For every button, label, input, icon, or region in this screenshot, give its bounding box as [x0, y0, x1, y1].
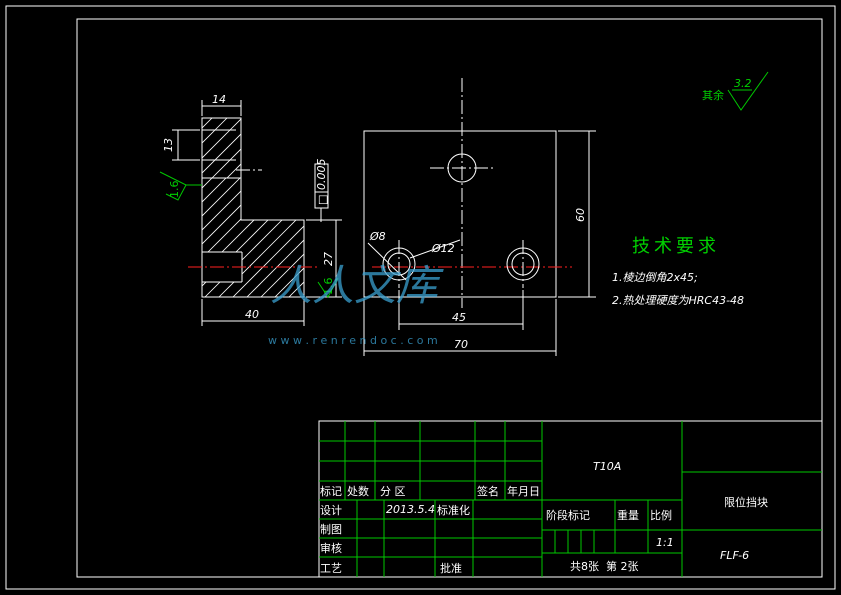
watermark-url: w w w . r e n r e n d o c . c o m — [268, 334, 438, 347]
dim-60: 60 — [574, 208, 587, 222]
row-mark-label: 标记 — [320, 484, 342, 498]
tech-item-2: 2.热处理硬度为HRC43-48 — [612, 294, 744, 307]
design-date: 2013.5.4 — [386, 503, 435, 516]
top-hole — [447, 153, 477, 183]
process-label: 工艺 — [320, 562, 342, 575]
dim-40: 40 — [245, 308, 259, 321]
flatness-symbol: □ — [316, 195, 329, 205]
dim-70: 70 — [454, 338, 468, 351]
scale-label: 比例 — [650, 508, 672, 522]
roughness-bottom: 1.6 — [317, 278, 339, 298]
dim-dia-8: Ø8 — [369, 230, 386, 243]
part-name: 限位挡块 — [724, 495, 768, 509]
drawing-number: FLF-6 — [720, 549, 749, 562]
row-sign-label: 签名 — [477, 484, 499, 498]
standard-label: 标准化 — [437, 503, 470, 517]
roughness-bottom-value: 1.6 — [322, 278, 335, 296]
tech-item-1: 1.棱边倒角2x45; — [612, 271, 698, 284]
side-view: 14 13 40 27 0.005 □ 1.6 — [159, 93, 342, 326]
sheet-number: 第 2张 — [606, 559, 639, 573]
review-label: 审核 — [320, 541, 342, 555]
scale-value: 1:1 — [656, 536, 674, 549]
dim-dia-12: Ø12 — [431, 242, 455, 255]
watermark-logo: 人人文库 — [270, 261, 444, 310]
total-sheets: 共8张 — [570, 560, 599, 573]
approve-label: 批准 — [440, 561, 462, 575]
flatness-tolerance: 0.005 □ — [314, 159, 329, 222]
technical-requirements: 技术要求 1.棱边倒角2x45; 2.热处理硬度为HRC43-48 — [612, 236, 744, 307]
tech-title: 技术要求 — [632, 236, 720, 257]
outer-frame — [5, 5, 836, 590]
row-count-label: 处数 — [347, 485, 369, 498]
roughness-rest-label: 其余 — [702, 88, 724, 102]
dim-13: 13 — [162, 138, 175, 152]
section-hatch-upper — [202, 118, 241, 178]
design-label: 设计 — [320, 504, 342, 517]
material: T10A — [593, 460, 621, 473]
row-date-label: 年月日 — [507, 484, 540, 498]
dim-45: 45 — [452, 311, 466, 324]
weight-label: 重量 — [617, 508, 639, 522]
watermark: 人人文库 w w w . r e n r e n d o c . c o m — [268, 261, 444, 347]
draft-label: 制图 — [320, 523, 342, 536]
dim-14: 14 — [212, 93, 226, 106]
stage-mark-label: 阶段标记 — [546, 508, 590, 522]
roughness-general: 其余 3.2 — [702, 71, 769, 111]
dim-27: 27 — [322, 252, 335, 266]
title-block: T10A 限位挡块 FLF-6 阶段标记 重量 比例 1:1 共8张 第 2张 … — [318, 420, 823, 578]
front-view: Ø8 Ø12 60 45 70 — [363, 78, 596, 356]
row-zone-label: 分 区 — [380, 485, 406, 498]
roughness-rest-value: 3.2 — [734, 77, 752, 90]
roughness-left: 1.6 — [159, 171, 202, 201]
roughness-left-value: 1.6 — [168, 181, 181, 199]
tolerance-value: 0.005 — [315, 159, 328, 191]
